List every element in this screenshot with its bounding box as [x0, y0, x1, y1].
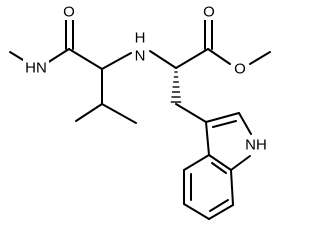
bond-indole-c7-c7a	[230, 169, 234, 206]
bond-indole-c5-c6	[183, 203, 210, 220]
chemical-structure-diagram: O HN H N O O NH	[9, 4, 271, 220]
bond-amide-n-carbonyl-c	[46, 48, 70, 64]
bond-indole-c3-c2-inner	[212, 120, 237, 128]
bond-indole-n1-c7a	[230, 155, 251, 171]
indole-nh-label: NH	[245, 137, 267, 154]
bond-indole-c2-n1	[238, 112, 252, 135]
bond-trp-alpha-ester-c	[175, 48, 209, 69]
stereo-hashed-wedge	[170, 71, 182, 103]
atom-labels: O HN H N O O NH	[23, 4, 269, 154]
bond-isopropyl-methyl-left	[75, 103, 103, 122]
bond-indole-c3a-c7a-inner	[211, 162, 227, 174]
amine-hydrogen-label: H	[135, 30, 146, 47]
ester-oxygen-label: O	[234, 61, 246, 78]
bond-indole-c6-c7	[208, 204, 234, 220]
bond-beta-c-indole-c3	[175, 103, 207, 123]
bond-indole-c7a-c3a	[208, 154, 232, 171]
carbonyl-oxygen-label: O	[203, 4, 215, 21]
bond-ester-o-methyl	[249, 51, 271, 65]
bonds	[9, 19, 271, 220]
amide-oxygen-label: O	[63, 4, 75, 21]
bond-carbonyl-c-alpha-c	[68, 48, 103, 70]
bond-indole-c3-c2	[205, 112, 240, 123]
bond-alpha-c-amine-n	[101, 52, 132, 70]
bond-indole-c3a-c4	[183, 154, 210, 171]
bond-ester-c-o-single	[207, 48, 231, 65]
bond-indole-c3a-c3	[205, 121, 210, 156]
bond-indole-c6-c7-inner	[209, 199, 229, 212]
bond-isopropyl-methyl-right	[101, 103, 137, 124]
amine-nitrogen-label: N	[135, 48, 146, 65]
amide-nitrogen-label: HN	[25, 60, 47, 77]
bond-amine-n-trp-alpha	[149, 50, 177, 69]
